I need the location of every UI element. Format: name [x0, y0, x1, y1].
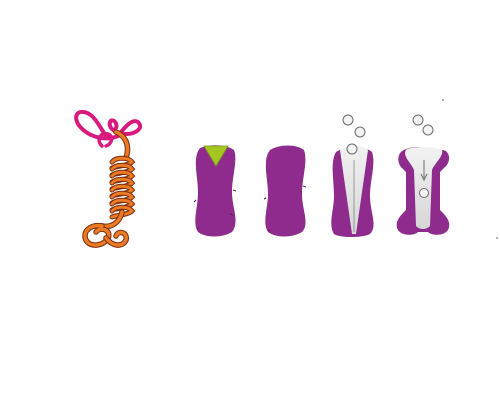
particles — [342, 114, 366, 155]
particle — [354, 126, 366, 138]
particle — [419, 188, 429, 198]
channel-closed — [263, 145, 307, 237]
pore-arrow — [420, 160, 428, 182]
peptide-bottom-loop-left-fill — [83, 223, 111, 247]
particle — [346, 143, 358, 155]
particles — [412, 114, 434, 198]
particle — [342, 114, 354, 126]
channel-rough-edge — [193, 189, 237, 230]
channel-rough-edge — [263, 185, 307, 232]
channel-open-pore — [396, 114, 450, 235]
peptide-top-loop-left — [74, 109, 120, 141]
channel-body — [195, 145, 236, 237]
particle — [422, 124, 434, 136]
peptide-helix — [109, 155, 136, 220]
peptide-top-small-loop — [97, 131, 114, 148]
channel-body — [265, 145, 306, 237]
channel-narrow-pore — [331, 114, 374, 237]
particle — [412, 114, 424, 126]
helix-coil — [110, 205, 135, 219]
stray-dot — [496, 237, 498, 239]
peptide-connector-top-fill — [114, 130, 130, 160]
peptide-bottom-loop-right-fill — [104, 230, 128, 247]
coiled-peptide-illustration — [74, 109, 143, 248]
pore-opening — [405, 147, 443, 229]
stray-dot — [442, 99, 444, 101]
channel-with-cap — [193, 145, 237, 237]
peptide-top-loop-right — [107, 118, 143, 138]
cap-triangle — [203, 145, 229, 167]
